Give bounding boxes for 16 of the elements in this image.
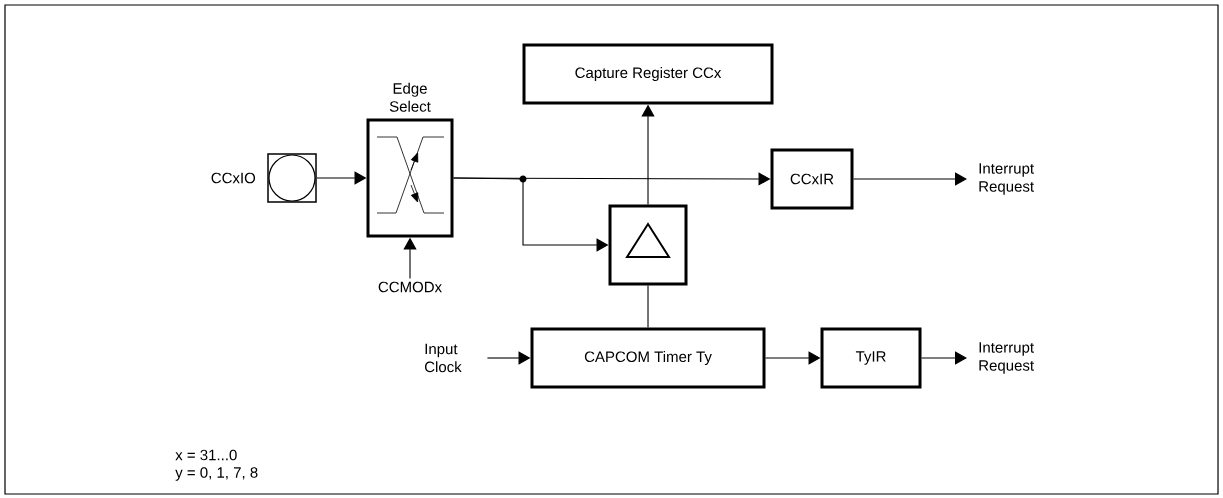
pin-symbol [267,153,317,203]
pin-label: CCxIO [211,172,256,184]
arrow [852,172,967,186]
signal-label: CCMODx [378,281,442,293]
block-box: Capture Register CCx [522,43,774,105]
block-label: Edge Select [389,82,431,112]
block-box: TyIR [820,327,922,389]
note-text: x = 31...0 [175,449,237,461]
delta-box [608,204,688,286]
block-box: CAPCOM Timer Ty [530,327,766,389]
note-text: y = 0, 1, 7, 8 [175,467,258,481]
block-box: CCxIR [770,148,854,210]
arrow [920,351,967,365]
signal-label: Input Clock [424,343,462,373]
signal-label: Interrupt Request [979,342,1034,374]
signal-label: Interrupt Request [979,163,1034,195]
